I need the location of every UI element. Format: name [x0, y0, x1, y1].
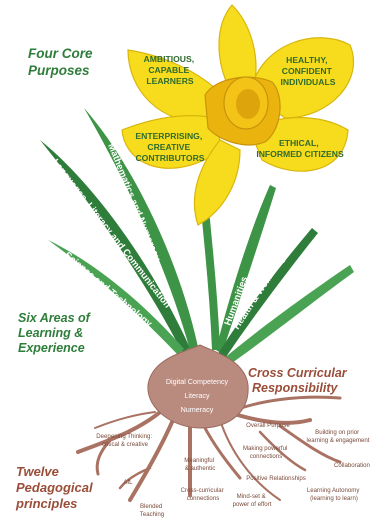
- principle-blended: Blended Teaching: [140, 503, 164, 518]
- responsibility-numeracy: Numeracy: [181, 405, 214, 414]
- principle-learning-autonomy: Learning Autonomy (learning to learn): [307, 487, 361, 502]
- heading-six-areas: Six Areas of Learning & Experience: [18, 311, 93, 355]
- responsibility-digital: Digital Competency: [166, 377, 229, 386]
- principle-positive-relationships: Positive Relationships: [246, 475, 306, 482]
- heading-cross-curricular: Cross Curricular Responsibility: [248, 366, 350, 395]
- heading-four-core-purposes: Four Core Purposes: [28, 46, 96, 78]
- trumpet-center: [236, 89, 260, 119]
- principle-meaningful: Meaningful & authentic: [184, 457, 216, 472]
- principle-deepening: Deepening Thinking: critical & creative: [96, 433, 154, 448]
- responsibility-literacy: Literacy: [184, 391, 210, 400]
- daffodil-flower: [122, 5, 354, 225]
- purpose-ambitious: AMBITIOUS, CAPABLE LEARNERS: [144, 54, 197, 86]
- principle-afl: AfL: [123, 479, 133, 486]
- principle-cross-curricular: Cross-curricular connections: [181, 487, 226, 502]
- principle-making-connections: Making powerful connections: [243, 445, 289, 460]
- purpose-healthy: HEALTHY, CONFIDENT INDIVIDUALS: [281, 55, 336, 87]
- principle-collaboration: Collaboration: [334, 462, 370, 469]
- heading-twelve-principles: Twelve Pedagogical principles: [15, 464, 96, 511]
- principle-mindset: Mind-set & power of effort: [233, 493, 272, 508]
- principle-overall-purpose: Overall Purpose: [246, 422, 290, 429]
- principle-building-prior: Building on prior learning & engagement: [306, 429, 369, 444]
- root: [220, 420, 280, 500]
